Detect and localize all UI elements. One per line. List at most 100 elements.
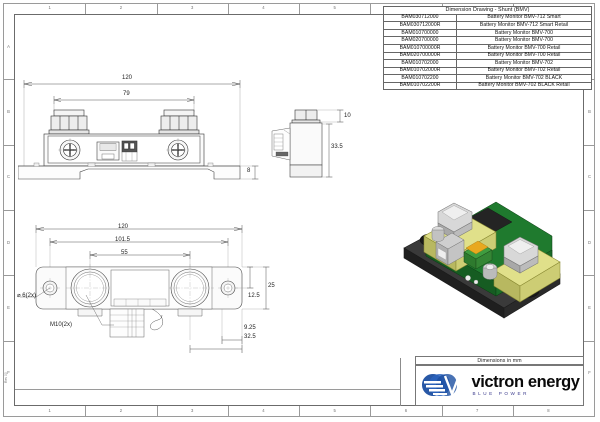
zone-column-label: 5 [333, 408, 336, 413]
part-code: BAM010700000R [383, 44, 457, 53]
part-code: BAM010702200R [383, 81, 457, 91]
sheet-inner-border [14, 14, 584, 406]
zone-tick [3, 275, 14, 277]
plan-view-dim-12-5: 12.5 [248, 293, 260, 299]
plan-view-note-thread: M10(2x) [50, 322, 73, 328]
zone-column-label: 1 [48, 408, 51, 413]
zone-tick [227, 406, 229, 417]
part-description: Battery Monitor BMV-702 BLACK [456, 74, 592, 83]
revision-label: Rev 00 [4, 372, 8, 383]
part-description: Battery Monitor BMV-700 [456, 28, 592, 38]
zone-tick [584, 144, 595, 146]
victron-logo: victron energy BLUE POWER [419, 372, 580, 400]
zone-tick [85, 406, 87, 417]
front-view-dim-120: 120 [122, 75, 133, 81]
plan-view-dim-9-25: 9.25 [244, 325, 256, 331]
zone-tick [299, 406, 300, 417]
part-code: BAM010702000 [383, 59, 457, 68]
part-code: BAM010702000R [383, 66, 457, 76]
zone-tick [370, 3, 372, 14]
brand-text: victron energy BLUE POWER [471, 373, 580, 397]
title-block-vertical-separator [400, 358, 401, 406]
dimensions-note-box: Dimensions in mm [415, 356, 584, 365]
zone-column-label: 3 [190, 408, 194, 413]
zone-tick [3, 79, 14, 81]
part-description: Battery Monitor BMV-702 Retail [456, 66, 592, 76]
zone-column-label: 7 [475, 408, 479, 413]
zone-row-label: E [588, 305, 591, 310]
plan-view-note-hole: ⌀ 6(2x) [17, 293, 36, 299]
title-block-horizontal-separator [15, 389, 400, 390]
zone-row-label: D [587, 239, 592, 245]
plan-view-dim-25: 25 [268, 283, 275, 289]
isometric-render [403, 201, 561, 319]
zone-tick [3, 144, 14, 146]
plan-view-dim-101-5: 101.5 [115, 237, 131, 243]
plan-view-dim-55: 55 [121, 250, 128, 256]
front-view-dim-8: 8 [247, 168, 251, 174]
part-description: Battery Monitor BMV-700 Retail [456, 51, 592, 61]
zone-column-label: 2 [119, 408, 123, 413]
zone-row-label: A [7, 43, 10, 49]
parts-table: Dimension Drawing - Shunt (BMV) BAM03071… [383, 6, 592, 91]
part-code: BAM020700000 [383, 36, 457, 45]
zone-tick [3, 210, 14, 211]
zone-row-label: C [587, 174, 592, 180]
zone-tick [156, 3, 158, 14]
part-code: BAM010702200 [383, 74, 457, 83]
front-view-drawing [18, 80, 259, 180]
zone-tick [584, 340, 595, 342]
zone-tick [441, 406, 443, 417]
front-view-dim-79: 79 [123, 91, 130, 97]
title-block: victron energy BLUE POWER [415, 365, 584, 406]
parts-table-title-row: Dimension Drawing - Shunt (BMV) [383, 6, 592, 15]
part-description: Battery Monitor BMV-702 BLACK Retail [456, 81, 592, 91]
part-code: BAM030712000 [383, 13, 457, 23]
zone-tick [584, 275, 595, 277]
zone-row-label: D [6, 239, 11, 245]
zone-tick [299, 3, 300, 14]
brand-tagline: BLUE POWER [472, 391, 530, 397]
side-view-dim-33-5: 33.5 [331, 144, 343, 150]
zone-column-label: 3 [190, 5, 194, 10]
zone-column-label: 4 [262, 408, 265, 413]
part-description: Battery Monitor BMV-712 Smart [456, 13, 592, 23]
parts-table-title: Dimension Drawing - Shunt (BMV) [383, 6, 592, 15]
part-code: BAM020700000R [383, 51, 457, 61]
part-description: Battery Monitor BMV-700 Retail [456, 44, 592, 53]
part-description: Battery Monitor BMV-702 [456, 59, 592, 68]
zone-row-label: E [7, 305, 10, 310]
plan-view-drawing [20, 225, 270, 353]
side-view-dim-10: 10 [344, 113, 351, 119]
zone-row-label: F [588, 370, 591, 376]
zone-column-label: 8 [547, 408, 550, 413]
side-view-drawing [271, 109, 344, 178]
part-code: BAM010700000 [383, 28, 457, 38]
part-description: Battery Monitor BMV-712 Smart Retail [456, 21, 592, 30]
zone-column-label: 5 [333, 5, 336, 10]
zone-tick [156, 406, 158, 417]
zone-row-label: B [588, 109, 591, 114]
part-code: BAM030712000R [383, 21, 457, 30]
part-description: Battery Monitor BMV-700 [456, 36, 592, 45]
zone-tick [370, 406, 372, 417]
zone-tick [85, 3, 87, 14]
zone-tick [3, 340, 14, 342]
zone-tick [584, 210, 595, 211]
zone-column-label: 2 [119, 5, 123, 10]
zone-row-label: C [6, 174, 11, 180]
zone-tick [227, 3, 229, 14]
brand-name: victron energy [471, 373, 580, 392]
dimensions-note: Dimensions in mm [477, 357, 522, 364]
zone-tick [512, 406, 514, 417]
